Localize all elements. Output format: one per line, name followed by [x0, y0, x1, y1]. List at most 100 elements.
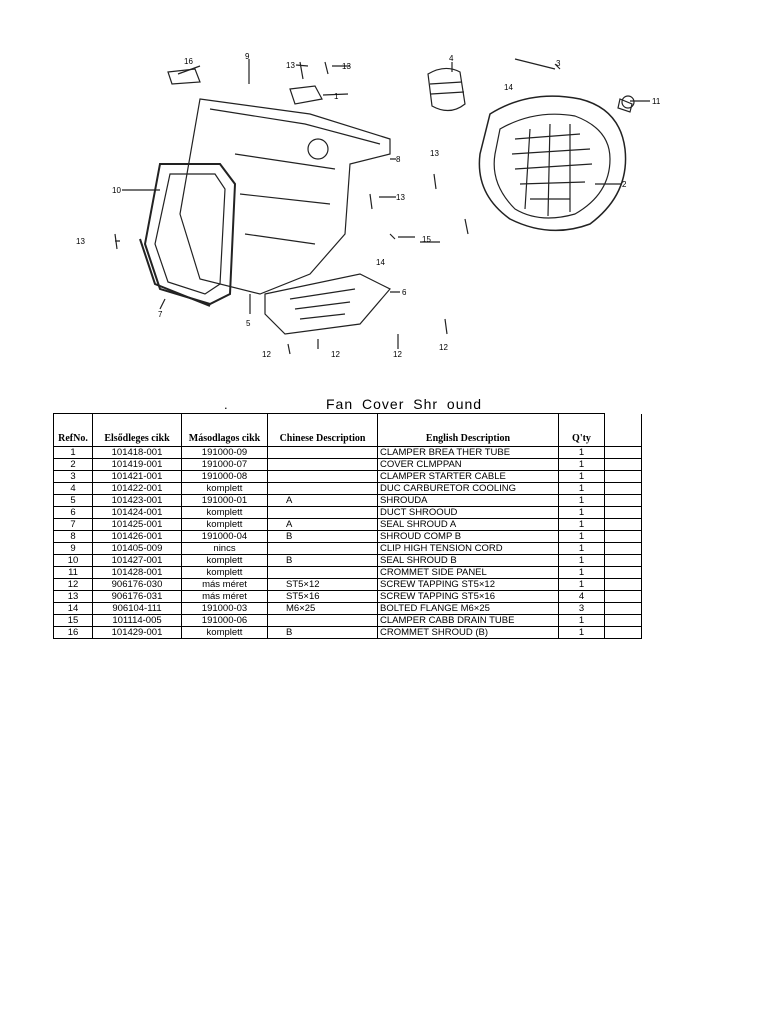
cell-primary: 101422-001 — [92, 482, 182, 495]
callout-14a: 14 — [504, 83, 513, 92]
cell-refno: 4 — [53, 482, 93, 495]
cell-qty: 1 — [558, 614, 605, 627]
cell-refno: 14 — [53, 602, 93, 615]
cell-primary: 101428-001 — [92, 566, 182, 579]
cell-chinese — [267, 470, 378, 483]
cell-english: CLAMPER BREA THER TUBE — [377, 446, 559, 459]
cell-chinese: B — [267, 530, 378, 543]
cell-chinese — [267, 506, 378, 519]
exploded-parts-diagram: 16 9 13 13 1 4 3 14 11 8 10 13 13 2 13 1… — [76, 52, 661, 359]
callout-12b: 12 — [331, 350, 340, 359]
cell-refno: 7 — [53, 518, 93, 531]
cell-primary: 906104-111 — [92, 602, 182, 615]
cell-qty: 1 — [558, 458, 605, 471]
col-header-secondary: Másodlagos cikk — [181, 431, 268, 447]
cell-secondary: 191000-01 — [181, 494, 268, 507]
cell-extra — [604, 494, 642, 507]
cell-chinese — [267, 614, 378, 627]
cell-refno: 12 — [53, 578, 93, 591]
callout-10: 10 — [112, 186, 121, 195]
col-header-english: English Description — [377, 431, 559, 447]
cell-english: BOLTED FLANGE M6×25 — [377, 602, 559, 615]
cell-qty: 3 — [558, 602, 605, 615]
cell-english: CLAMPER STARTER CABLE — [377, 470, 559, 483]
cell-extra — [604, 518, 642, 531]
col-header-qty: Q'ty — [558, 431, 605, 447]
cell-primary: 101114-005 — [92, 614, 182, 627]
cell-qty: 1 — [558, 494, 605, 507]
cell-english: COVER CLMPPAN — [377, 458, 559, 471]
cell-qty: 1 — [558, 446, 605, 459]
cell-qty: 1 — [558, 506, 605, 519]
page-title: Fan Cover Shr ound — [326, 396, 483, 412]
cell-refno: 2 — [53, 458, 93, 471]
cell-chinese: A — [267, 518, 378, 531]
callout-2: 2 — [622, 180, 627, 189]
col-header-primary: Elsődleges cikk — [92, 431, 182, 447]
cell-secondary: komplett — [181, 482, 268, 495]
cell-qty: 1 — [558, 566, 605, 579]
table-header-row: RefNo. Elsődleges cikk Másodlagos cikk C… — [53, 431, 642, 447]
callout-3: 3 — [556, 59, 561, 68]
callout-12c: 12 — [393, 350, 402, 359]
cell-qty: 1 — [558, 554, 605, 567]
cell-extra — [604, 614, 642, 627]
cell-primary: 101427-001 — [92, 554, 182, 567]
cell-extra — [604, 482, 642, 495]
cell-extra — [604, 554, 642, 567]
cell-primary: 101429-001 — [92, 626, 182, 639]
cell-primary: 101426-001 — [92, 530, 182, 543]
cell-chinese: ST5×12 — [267, 578, 378, 591]
cell-secondary: 191000-09 — [181, 446, 268, 459]
cell-english: CROMMET SIDE PANEL — [377, 566, 559, 579]
cell-primary: 101424-001 — [92, 506, 182, 519]
cell-refno: 11 — [53, 566, 93, 579]
cell-refno: 3 — [53, 470, 93, 483]
callout-13d: 13 — [396, 193, 405, 202]
cell-secondary: komplett — [181, 518, 268, 531]
cell-english: CLIP HIGH TENSION CORD — [377, 542, 559, 555]
cell-primary: 906176-031 — [92, 590, 182, 603]
callout-8: 8 — [396, 155, 401, 164]
cell-chinese — [267, 566, 378, 579]
callout-13a: 13 — [286, 61, 295, 70]
cell-extra — [604, 446, 642, 459]
cell-chinese: B — [267, 626, 378, 639]
callout-6: 6 — [402, 288, 407, 297]
cell-chinese — [267, 542, 378, 555]
col-header-refno: RefNo. — [53, 431, 93, 447]
cell-chinese: B — [267, 554, 378, 567]
cell-chinese — [267, 458, 378, 471]
cell-qty: 1 — [558, 626, 605, 639]
cell-extra — [604, 602, 642, 615]
cell-secondary: 191000-04 — [181, 530, 268, 543]
cell-secondary: komplett — [181, 506, 268, 519]
callout-13e: 13 — [76, 237, 85, 246]
cell-secondary: 191000-06 — [181, 614, 268, 627]
cell-extra — [604, 506, 642, 519]
cell-secondary: más méret — [181, 590, 268, 603]
cell-primary: 101423-001 — [92, 494, 182, 507]
table-spacer-row — [53, 413, 642, 431]
cell-primary: 101405-009 — [92, 542, 182, 555]
callout-7: 7 — [158, 310, 163, 319]
cell-english: DUCT SHROOUD — [377, 506, 559, 519]
callout-13c: 13 — [430, 149, 439, 158]
cell-qty: 1 — [558, 578, 605, 591]
cell-primary: 101419-001 — [92, 458, 182, 471]
callout-12a: 12 — [262, 350, 271, 359]
cell-refno: 13 — [53, 590, 93, 603]
cell-qty: 1 — [558, 518, 605, 531]
cell-english: SEAL SHROUD B — [377, 554, 559, 567]
cell-english: CROMMET SHROUD (B) — [377, 626, 559, 639]
